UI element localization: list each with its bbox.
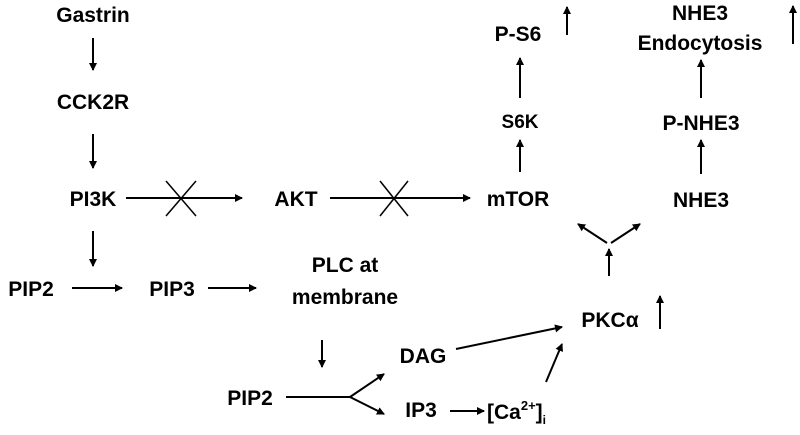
node-dag: DAG <box>400 345 447 368</box>
node-plc-line1: PLC at <box>312 254 379 277</box>
node-pkca: PKCα <box>581 309 638 332</box>
arrow-branch-to-nhe3 <box>610 223 641 244</box>
node-pi3k: PI3K <box>70 188 117 211</box>
arrow-branch-to-mtor <box>577 223 608 244</box>
arrow-split-to-dag <box>349 373 385 398</box>
node-pip3: PIP3 <box>149 278 195 301</box>
arrow-split-to-ip3 <box>349 396 385 415</box>
node-cck2r: CCK2R <box>57 91 129 114</box>
node-gastrin: Gastrin <box>56 4 130 27</box>
cross-mark-pi3k-akt-2 <box>165 180 197 217</box>
node-calcium: [Ca2+]i <box>487 398 546 427</box>
node-s6k: S6K <box>502 112 539 133</box>
node-mtor: mTOR <box>487 188 550 211</box>
node-akt: AKT <box>274 188 317 211</box>
node-pip2-bottom: PIP2 <box>227 387 273 410</box>
cross-mark-akt-mtor-2 <box>379 180 409 217</box>
node-p-s6: P-S6 <box>495 23 542 46</box>
arrow-calcium-to-pkca <box>545 343 563 383</box>
node-pip2-left: PIP2 <box>8 278 54 301</box>
calcium-bracket-open: [Ca <box>487 401 521 424</box>
node-ip3: IP3 <box>405 399 437 422</box>
node-nhe3: NHE3 <box>673 189 729 212</box>
node-plc-line2: membrane <box>292 286 398 309</box>
node-p-nhe3: P-NHE3 <box>662 112 739 135</box>
calcium-bracket-close: ] <box>536 401 543 424</box>
calcium-subscript: i <box>543 413 546 427</box>
arrow-dag-to-pkca <box>455 324 563 350</box>
calcium-superscript: 2+ <box>521 398 536 413</box>
node-nhe3-endocytosis-line1: NHE3 <box>672 2 728 25</box>
node-nhe3-endocytosis-line2: Endocytosis <box>638 32 763 55</box>
